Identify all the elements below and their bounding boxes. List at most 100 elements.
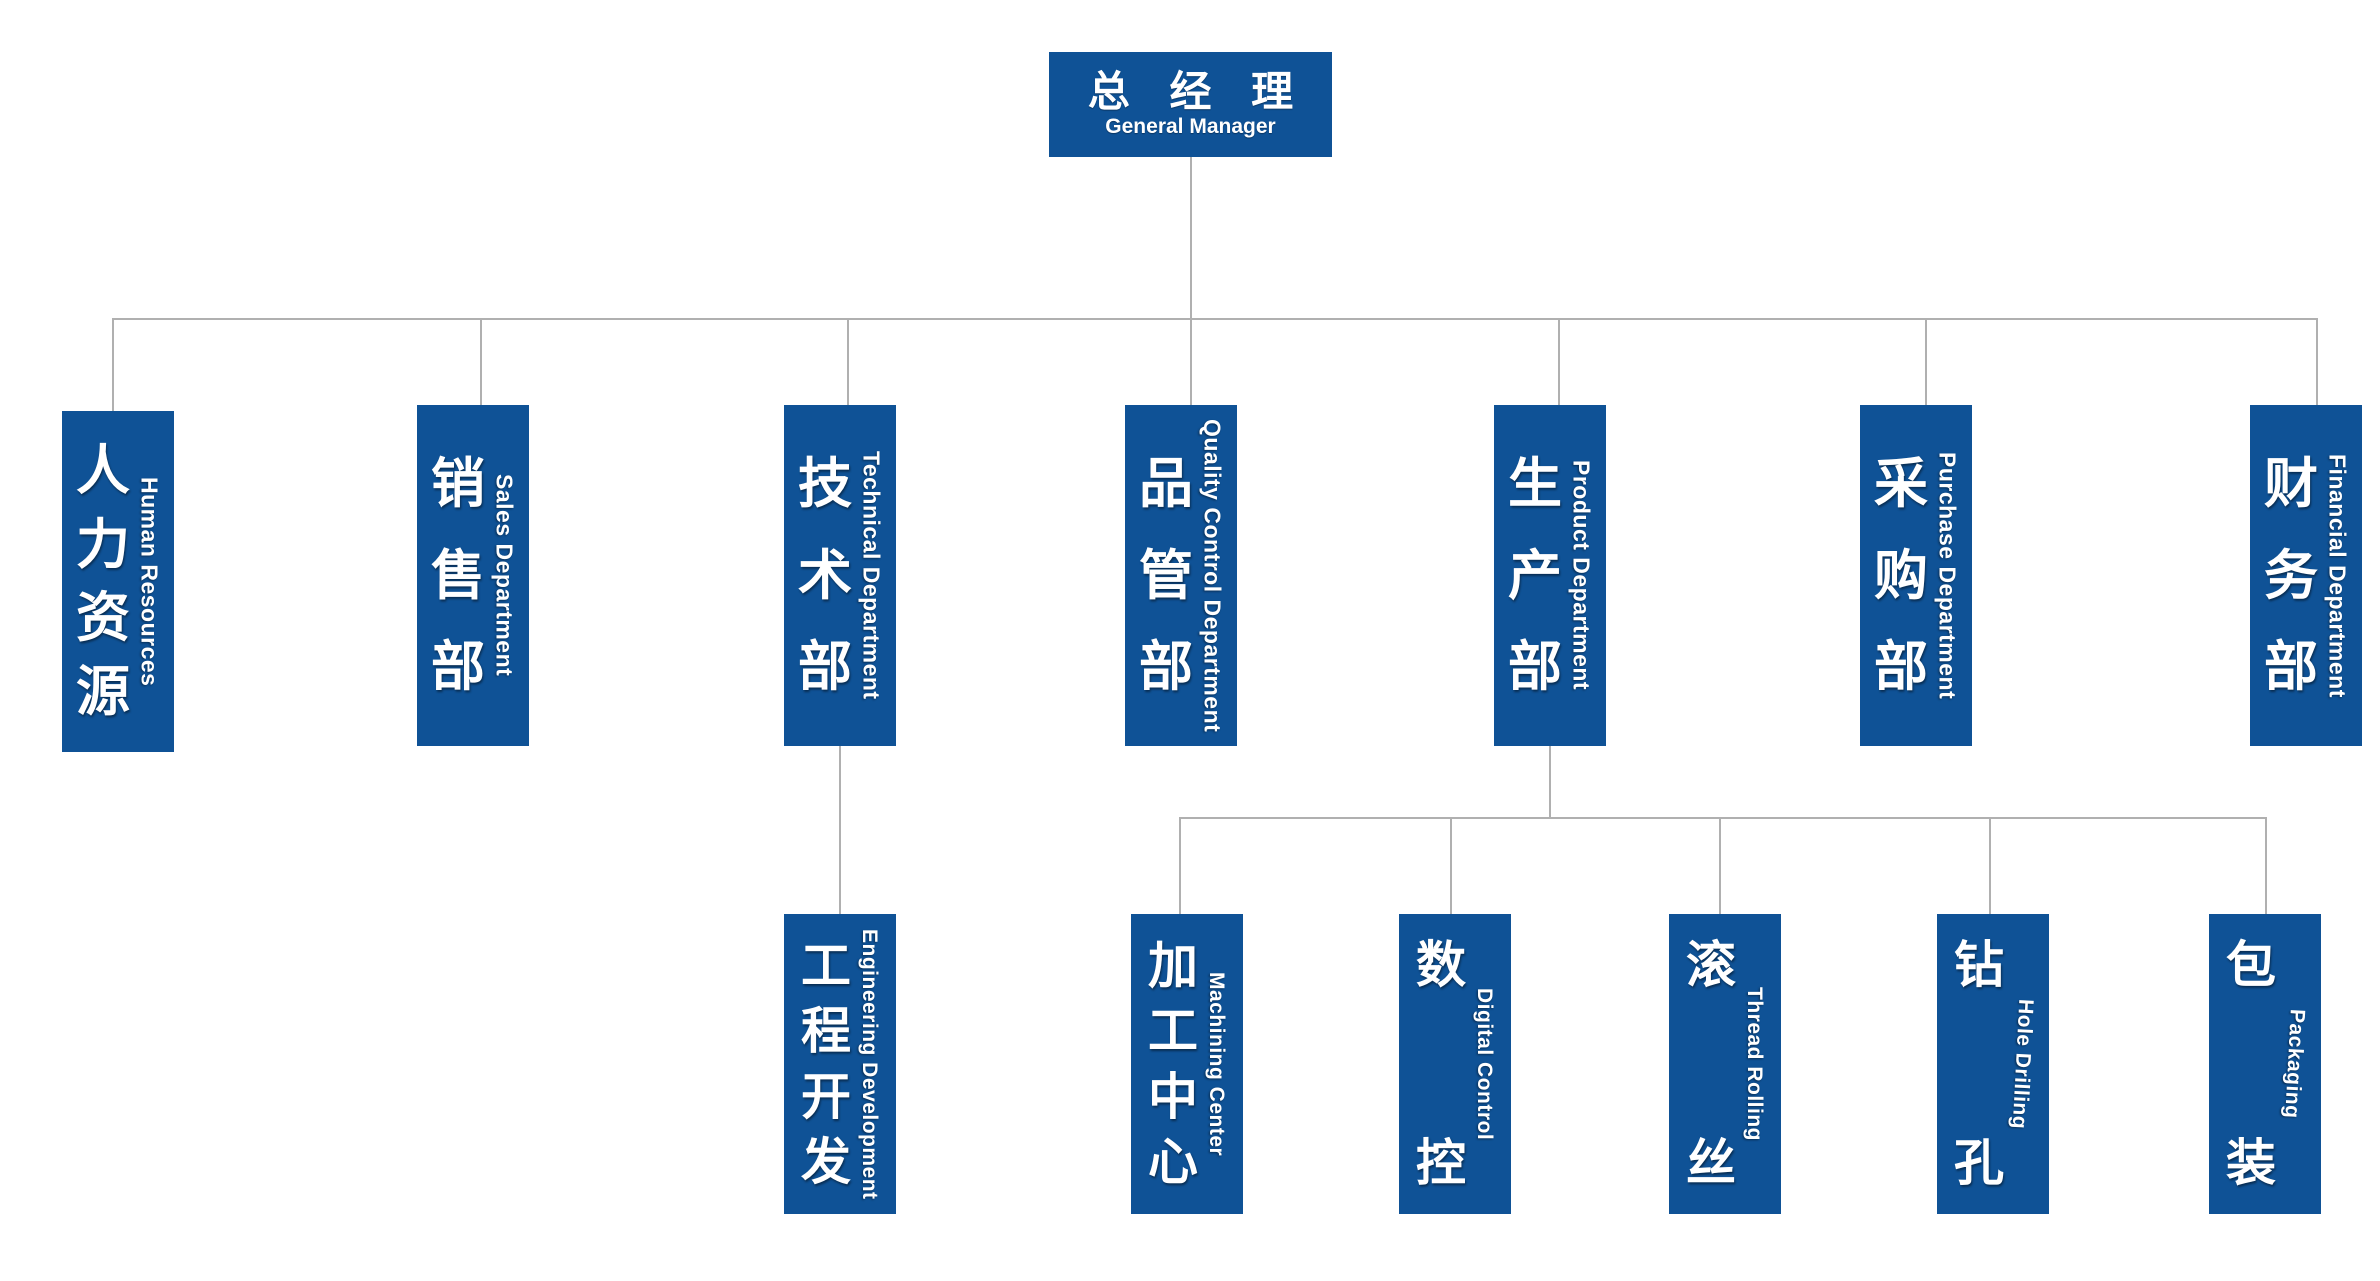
node-technical-department-cn: 技术部 [792, 405, 854, 746]
cn-glyph: 中 [1148, 1068, 1198, 1125]
node-general-manager-cn: 总 经 理 [1087, 67, 1308, 115]
cn-glyph: 包 [2226, 937, 2276, 993]
cn-glyph: 装 [2226, 1135, 2276, 1191]
node-quality-control-department-en: Quality Control Department [1199, 418, 1226, 733]
node-quality-control-department-cn: 品管部 [1133, 405, 1195, 746]
node-purchase-department[interactable]: 采购部 Purchase Department [1860, 405, 1972, 746]
cn-glyph: 财 [2264, 453, 2318, 514]
node-financial-department[interactable]: 财务部 Financial Department [2250, 405, 2362, 746]
cn-glyph: 购 [1874, 545, 1928, 606]
node-quality-control-department[interactable]: 品管部 Quality Control Department [1125, 405, 1237, 746]
node-hole-drilling[interactable]: 钻孔 Hole Drilling [1937, 914, 2049, 1214]
cn-glyph: 技 [798, 453, 852, 514]
cn-glyph: 部 [1874, 637, 1928, 698]
node-sales-department[interactable]: 销售部 Sales Department [417, 405, 529, 746]
cn-glyph: 开 [801, 1068, 851, 1125]
node-human-resources[interactable]: 人力资源 Human Resources [62, 411, 174, 752]
node-digital-control-cn: 数控 [1410, 914, 1468, 1214]
cn-glyph: 部 [431, 637, 485, 698]
cn-glyph: 品 [1139, 453, 1193, 514]
node-hole-drilling-cn: 钻孔 [1948, 914, 2006, 1214]
connector-drop-digital-control [1450, 817, 1452, 914]
connector-drop-thread-rolling [1719, 817, 1721, 914]
node-product-department-cn: 生产部 [1502, 405, 1564, 746]
node-product-department[interactable]: 生产部 Product Department [1494, 405, 1606, 746]
node-thread-rolling-cn: 滚丝 [1680, 914, 1738, 1214]
cn-glyph: 售 [431, 545, 485, 606]
cn-glyph: 部 [2264, 637, 2318, 698]
node-hole-drilling-en-wrap: Hole Drilling [2006, 914, 2038, 1214]
cn-glyph: 管 [1139, 545, 1193, 606]
node-financial-department-cn: 财务部 [2258, 405, 2320, 746]
connector-drop-quality [1190, 318, 1192, 412]
node-financial-department-en-wrap: Financial Department [2320, 405, 2354, 746]
node-engineering-development-cn: 工程开发 [795, 914, 853, 1214]
connector-drop-packaging [2265, 817, 2267, 914]
node-machining-center-cn: 加工中心 [1142, 914, 1200, 1214]
cn-glyph: 孔 [1954, 1135, 2004, 1191]
node-engineering-development-en: Engineering Development [858, 928, 881, 1200]
node-hole-drilling-en: Hole Drilling [2007, 998, 2038, 1130]
node-thread-rolling[interactable]: 滚丝 Thread Rolling [1669, 914, 1781, 1214]
node-engineering-development-en-wrap: Engineering Development [853, 914, 885, 1214]
connector-level1-bus [112, 318, 2317, 320]
connector-product-stem [1549, 746, 1551, 818]
node-engineering-development[interactable]: 工程开发 Engineering Development [784, 914, 896, 1214]
node-packaging[interactable]: 包装 Packaging [2209, 914, 2321, 1214]
node-machining-center-en: Machining Center [1205, 971, 1228, 1157]
cn-glyph: 资 [76, 588, 130, 649]
node-quality-control-department-en-wrap: Quality Control Department [1195, 405, 1229, 746]
node-product-department-en: Product Department [1568, 460, 1595, 691]
node-digital-control[interactable]: 数控 Digital Control [1399, 914, 1511, 1214]
cn-glyph: 生 [1508, 453, 1562, 514]
node-digital-control-en: Digital Control [1473, 987, 1496, 1141]
connector-drop-technical [847, 318, 849, 412]
cn-glyph: 心 [1148, 1133, 1198, 1190]
node-thread-rolling-en: Thread Rolling [1743, 987, 1766, 1141]
cn-glyph: 发 [801, 1133, 851, 1190]
node-digital-control-en-wrap: Digital Control [1468, 914, 1500, 1214]
node-human-resources-cn: 人力资源 [70, 411, 132, 752]
node-human-resources-en: Human Resources [136, 476, 163, 687]
node-packaging-en-wrap: Packaging [2278, 914, 2310, 1214]
connector-drop-purchase [1925, 318, 1927, 412]
cn-glyph: 丝 [1686, 1135, 1736, 1191]
node-machining-center-en-wrap: Machining Center [1200, 914, 1232, 1214]
cn-glyph: 程 [801, 1003, 851, 1060]
connector-drop-sales [480, 318, 482, 412]
cn-glyph: 人 [76, 441, 130, 502]
node-thread-rolling-en-wrap: Thread Rolling [1738, 914, 1770, 1214]
node-purchase-department-en-wrap: Purchase Department [1930, 405, 1964, 746]
cn-glyph: 数 [1416, 937, 1466, 993]
node-sales-department-en: Sales Department [491, 474, 518, 677]
node-technical-department-en: Technical Department [858, 451, 885, 700]
node-sales-department-cn: 销售部 [425, 405, 487, 746]
cn-glyph: 钻 [1954, 937, 2004, 993]
node-product-department-en-wrap: Product Department [1564, 405, 1598, 746]
node-general-manager[interactable]: 总 经 理 General Manager [1049, 52, 1332, 157]
connector-drop-product [1558, 318, 1560, 412]
cn-glyph: 部 [798, 637, 852, 698]
connector-drop-hole-drilling [1989, 817, 1991, 914]
node-machining-center[interactable]: 加工中心 Machining Center [1131, 914, 1243, 1214]
cn-glyph: 部 [1139, 637, 1193, 698]
node-general-manager-en: General Manager [1105, 115, 1276, 139]
cn-glyph: 工 [1148, 1003, 1198, 1060]
cn-glyph: 产 [1508, 545, 1562, 606]
connector-drop-financial [2316, 318, 2318, 412]
node-technical-department-en-wrap: Technical Department [854, 405, 888, 746]
connector-technical-to-engineering [839, 746, 841, 916]
cn-glyph: 滚 [1686, 937, 1736, 993]
cn-glyph: 销 [431, 453, 485, 514]
node-human-resources-en-wrap: Human Resources [132, 411, 166, 752]
cn-glyph: 源 [76, 661, 130, 722]
cn-glyph: 控 [1416, 1135, 1466, 1191]
cn-glyph: 工 [801, 938, 851, 995]
node-financial-department-en: Financial Department [2324, 453, 2351, 698]
connector-root-stem [1190, 157, 1192, 319]
connector-drop-machining-center [1179, 817, 1181, 914]
node-technical-department[interactable]: 技术部 Technical Department [784, 405, 896, 746]
cn-glyph: 采 [1874, 453, 1928, 514]
cn-glyph: 务 [2264, 545, 2318, 606]
